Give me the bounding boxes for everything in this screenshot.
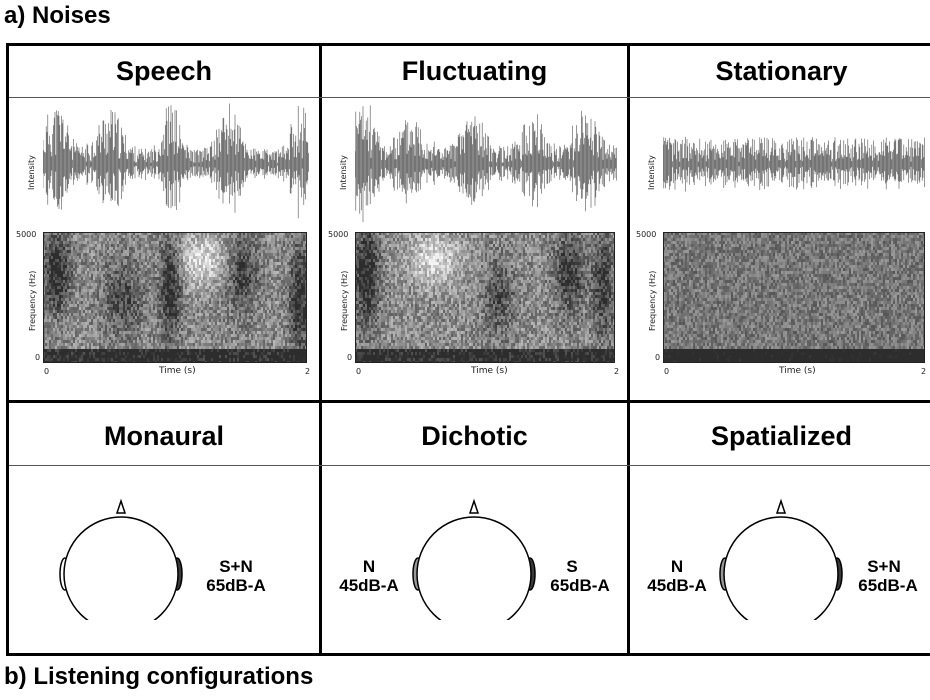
time-min-tick: 0 (664, 367, 670, 376)
section-b-title: b) Listening configurations (4, 663, 314, 690)
fluctuating-waveform (355, 105, 617, 223)
time-max-tick: 2 (921, 367, 927, 376)
config-title: Monaural (103, 421, 224, 451)
time-max-tick: 2 (305, 367, 311, 376)
right-label: S (566, 557, 578, 576)
config-title: Spatialized (710, 421, 853, 451)
intensity-axis-label: Intensity (27, 155, 36, 190)
stationary-waveform (663, 136, 925, 192)
speech-spectrogram (43, 232, 307, 363)
freq-min-tick: 0 (347, 353, 353, 362)
right-level: 65dB-A (858, 576, 918, 595)
listening-panel: Monaural S+N 65dB-A Dichotic N 45dB-A S … (6, 403, 930, 656)
intensity-axis-label: Intensity (339, 155, 348, 190)
header-rule (9, 465, 930, 466)
frequency-axis-label: Frequency (Hz) (28, 270, 37, 331)
nose-icon (775, 498, 787, 514)
speech-waveform (43, 103, 309, 219)
freq-max-tick: 5000 (636, 230, 657, 239)
time-min-tick: 0 (44, 367, 50, 376)
section-a-title: a) Noises (4, 2, 111, 29)
noises-panel: Speech Intensity 5000 Frequency (Hz) 0 0… (6, 43, 930, 403)
left-level: 45dB-A (647, 576, 707, 595)
frequency-axis-label: Frequency (Hz) (648, 270, 657, 331)
noise-title: Stationary (715, 56, 848, 86)
left-label: N (670, 557, 684, 576)
noise-title: Fluctuating (401, 56, 548, 86)
right-label: S+N (867, 557, 901, 576)
fluctuating-spectrogram (355, 232, 615, 363)
stationary-spectrogram (663, 232, 925, 363)
intensity-axis-label: Intensity (647, 155, 656, 190)
column-divider (319, 46, 322, 400)
freq-min-tick: 0 (655, 353, 661, 362)
time-axis-label: Time (s) (471, 366, 508, 376)
left-label: N (362, 557, 376, 576)
column-divider (319, 403, 322, 653)
time-axis-label: Time (s) (159, 366, 196, 376)
head-diagram (719, 498, 843, 620)
head-icon (416, 516, 532, 620)
column-divider (627, 403, 630, 653)
right-label: S+N (219, 557, 253, 576)
frequency-axis-label: Frequency (Hz) (340, 270, 349, 331)
freq-max-tick: 5000 (328, 230, 349, 239)
time-axis-label: Time (s) (779, 366, 816, 376)
config-title: Dichotic (421, 421, 528, 451)
head-diagram (412, 498, 536, 620)
noise-title: Speech (115, 56, 213, 86)
right-level: 65dB-A (206, 576, 266, 595)
column-divider (627, 46, 630, 400)
head-icon (63, 516, 179, 620)
header-rule (9, 97, 930, 98)
left-level: 45dB-A (339, 576, 399, 595)
time-max-tick: 2 (614, 367, 620, 376)
freq-max-tick: 5000 (16, 230, 37, 239)
head-diagram (59, 498, 183, 620)
right-level: 65dB-A (550, 576, 610, 595)
nose-icon (468, 498, 480, 514)
nose-icon (115, 498, 127, 514)
freq-min-tick: 0 (35, 353, 41, 362)
time-min-tick: 0 (356, 367, 362, 376)
head-icon (723, 516, 839, 620)
